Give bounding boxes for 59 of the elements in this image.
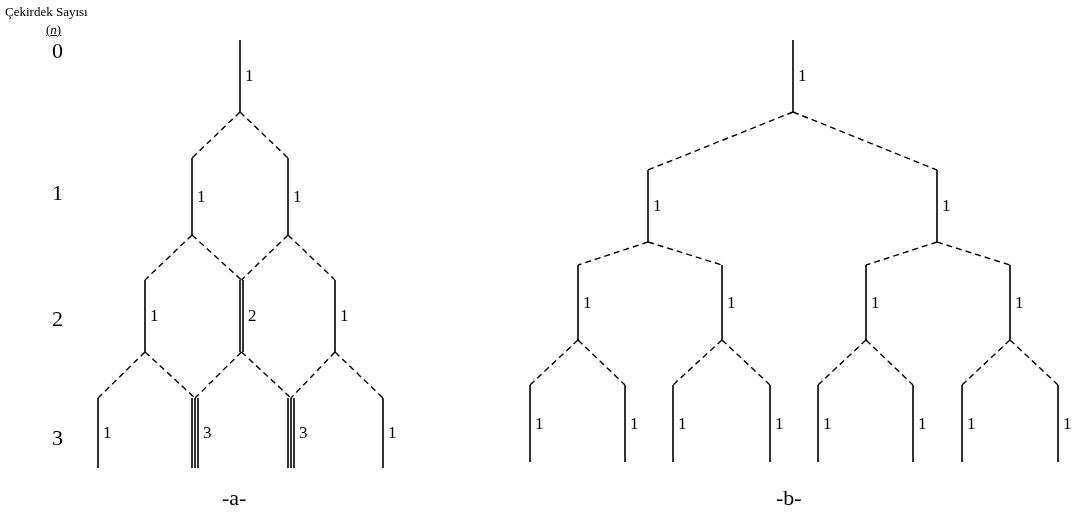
- intensity-label: 1: [678, 414, 687, 432]
- intensity-label: 1: [871, 293, 880, 311]
- intensity-label: 1: [798, 67, 807, 84]
- intensity-label: 1: [293, 187, 302, 205]
- dashed-connector: [191, 111, 241, 159]
- dashed-connector: [529, 339, 579, 386]
- intensity-label: 1: [918, 414, 927, 432]
- dashed-connector: [961, 339, 1011, 386]
- panel-label: -b-: [776, 485, 802, 511]
- dashed-connector: [240, 351, 292, 399]
- dashed-connector: [647, 111, 794, 171]
- intensity-label: 1: [388, 424, 397, 441]
- dashed-connector: [865, 241, 938, 266]
- intensity-label: 1: [245, 67, 254, 84]
- intensity-label: 1: [967, 414, 976, 432]
- dashed-connector: [240, 234, 289, 281]
- intensity-label: 1: [823, 414, 832, 432]
- level-number: 0: [52, 38, 63, 64]
- axis-title: Çekirdek Sayısı: [5, 4, 88, 20]
- intensity-label: 1: [942, 197, 951, 214]
- level-number: 3: [52, 425, 63, 451]
- dashed-connector: [334, 351, 384, 399]
- intensity-label: 2: [248, 307, 257, 324]
- dashed-connector: [290, 351, 336, 399]
- intensity-label: 1: [727, 293, 736, 311]
- axis-unit: (n): [46, 22, 62, 38]
- intensity-label: 3: [299, 424, 308, 441]
- dashed-connector: [1009, 339, 1059, 386]
- dashed-connector: [194, 351, 243, 399]
- panel-label: -a-: [222, 485, 247, 511]
- intensity-label: 1: [653, 197, 662, 214]
- dashed-connector: [239, 111, 289, 159]
- intensity-label: 1: [150, 307, 159, 324]
- intensity-label: 1: [775, 414, 784, 432]
- dashed-connector: [721, 339, 771, 386]
- dashed-connector: [865, 339, 914, 386]
- intensity-label: 1: [1063, 414, 1072, 432]
- intensity-label: 1: [1015, 293, 1024, 311]
- intensity-label: 1: [535, 414, 544, 432]
- dashed-connector: [287, 234, 336, 281]
- dashed-connector: [577, 241, 649, 266]
- intensity-label: 1: [103, 424, 112, 441]
- dashed-connector: [191, 234, 243, 281]
- dashed-connector: [792, 111, 938, 171]
- intensity-label: 1: [583, 293, 592, 311]
- intensity-label: 1: [340, 307, 349, 324]
- dashed-connector: [577, 339, 626, 386]
- level-number: 1: [52, 180, 63, 206]
- dashed-connector: [144, 234, 193, 281]
- dashed-connector: [817, 339, 867, 386]
- intensity-label: 1: [630, 414, 639, 432]
- intensity-label: 1: [197, 187, 206, 205]
- dashed-connector: [936, 241, 1011, 266]
- dashed-connector: [97, 351, 146, 399]
- dashed-connector: [144, 351, 196, 399]
- dashed-connector: [672, 339, 723, 386]
- dashed-connector: [647, 241, 723, 266]
- intensity-label: 3: [203, 424, 212, 441]
- level-number: 2: [52, 306, 63, 332]
